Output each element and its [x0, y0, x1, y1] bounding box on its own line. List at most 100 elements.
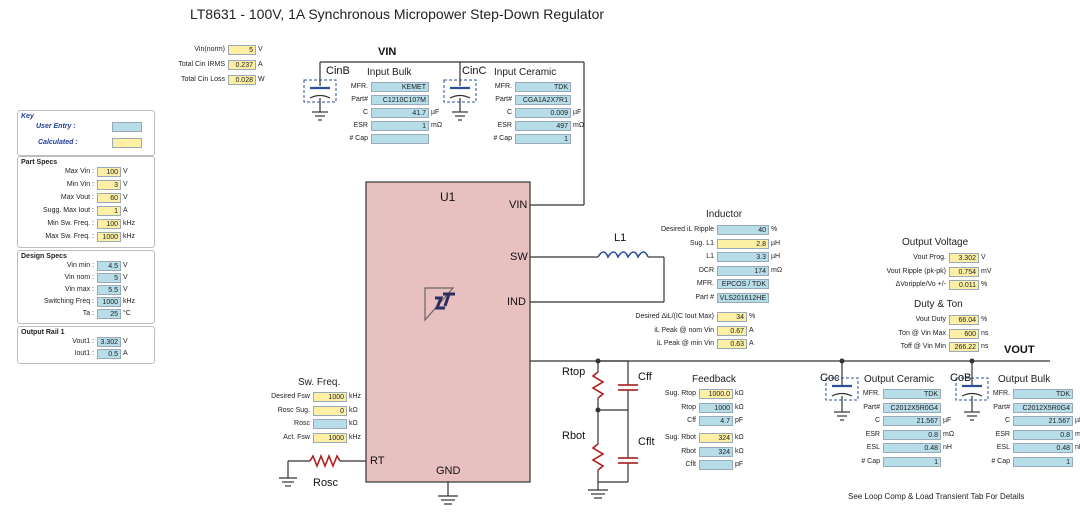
input-ceramic-value[interactable]: CGA1A2X7R1 [515, 95, 571, 105]
sw-freq-label: Act. Fsw [283, 433, 310, 441]
inductor-label: Sug. L1 [689, 239, 714, 247]
design-spec-value[interactable]: 1000 [97, 297, 121, 307]
sw-freq-title: Sw. Freq. [298, 377, 341, 388]
output-ceramic-value[interactable]: 1 [883, 456, 941, 467]
sw-freq-value: 0 [313, 405, 347, 416]
input-ceramic-value[interactable]: TDK [515, 82, 571, 92]
design-spec-label: Vin max : [64, 286, 94, 293]
feedback-rbot-value[interactable]: 324 [699, 446, 733, 457]
inductor-value[interactable]: EPCOS / TDK [717, 279, 769, 289]
resistor-rosc [309, 453, 341, 469]
label-coc: Coc [820, 372, 840, 384]
output-rail-value[interactable]: 0.5 [97, 349, 121, 359]
design-spec-unit: V [123, 262, 128, 269]
pin-gnd: GND [436, 465, 461, 477]
inductor-value[interactable]: VLS201612HE [717, 292, 769, 303]
design-spec-value[interactable]: 25 [97, 309, 121, 319]
output-bulk-value[interactable]: 0.48 [1013, 443, 1073, 453]
input-bulk-title: Input Bulk [367, 67, 412, 78]
feedback-title: Feedback [692, 374, 736, 385]
key-user-label: User Entry : [36, 123, 76, 130]
duty-ton-unit: % [981, 316, 988, 323]
inductor-peak-unit: A [749, 340, 754, 347]
design-spec-unit: V [123, 274, 128, 281]
duty-ton-value: 66.04 [949, 315, 979, 325]
feedback-unit: pF [735, 417, 744, 424]
pin-sw: SW [510, 251, 528, 263]
feedback-value[interactable]: 1000 [699, 402, 733, 413]
output-bulk-value[interactable]: 21.567 [1013, 416, 1073, 426]
input-bulk-value[interactable] [371, 134, 429, 144]
input-ceramic-unit: µF [573, 109, 582, 116]
part-spec-value: 3 [97, 180, 121, 190]
input-bulk-value[interactable]: C1210C107M [371, 95, 429, 105]
output-bulk-label: MFR. [992, 390, 1010, 397]
input-ceramic-value[interactable]: 1 [515, 134, 571, 144]
sw-freq-value: 1000 [313, 392, 347, 402]
pin-vin: VIN [509, 199, 528, 211]
design-spec-label: Vin min : [66, 262, 94, 269]
inductor-peak-value: 34 [717, 312, 747, 322]
inductor-label: Desired iL Ripple [660, 226, 714, 233]
inductor-value[interactable]: 3.3 [717, 252, 769, 262]
output-voltage-value: 3.302 [949, 253, 979, 263]
input-ceramic-title: Input Ceramic [494, 67, 557, 78]
key-user-swatch [112, 122, 142, 132]
input-ceramic-value[interactable]: 497 [515, 121, 571, 131]
output-ceramic-label: C [874, 417, 880, 424]
output-rail-unit: A [123, 350, 128, 357]
input-ceramic-label: MFR. [494, 83, 512, 90]
sw-freq-unit: kHz [349, 393, 362, 400]
feedback-rbot-label: Cflt [685, 461, 697, 468]
part-spec-label: Max Vout : [60, 194, 94, 201]
output-bulk-value[interactable]: 1 [1013, 456, 1073, 467]
output-ceramic-label: # Cap [861, 457, 880, 465]
feedback-rbot-unit: kΩ [735, 434, 744, 441]
sw-freq-value[interactable] [313, 419, 347, 429]
inductor-unit: % [771, 226, 778, 233]
inductor-unit: µH [771, 253, 781, 260]
design-spec-value[interactable]: 5 [97, 273, 121, 283]
input-bulk-value[interactable]: 41.7 [371, 108, 429, 118]
inductor-value[interactable]: 40 [717, 225, 769, 235]
output-bulk-label: # Cap [991, 457, 1010, 465]
part-spec-unit: V [123, 194, 128, 201]
output-ceramic-value[interactable]: TDK [883, 389, 941, 399]
design-specs-panel: Design Specs [17, 250, 155, 324]
output-bulk-value[interactable]: C2012X5R0G4 [1013, 402, 1073, 413]
output-ceramic-value[interactable]: 0.48 [883, 443, 941, 453]
design-spec-value[interactable]: 4.5 [97, 261, 121, 271]
input-ceramic-value[interactable]: 0.009 [515, 108, 571, 118]
input-ceramic-unit: mΩ [573, 122, 585, 129]
output-ceramic-value[interactable]: 0.8 [883, 429, 941, 440]
inductor-peak-unit: % [749, 313, 756, 320]
part-spec-label: Sugg. Max Iout : [43, 207, 94, 214]
inductor-label: Part # [695, 293, 714, 301]
feedback-value[interactable]: 4.7 [699, 416, 733, 426]
inductor-unit: mΩ [771, 266, 783, 274]
inductor-value[interactable]: 174 [717, 265, 769, 276]
input-ceramic-label: # Cap [493, 135, 512, 142]
input-bulk-value[interactable]: 1 [371, 121, 429, 131]
ic-ref: U1 [440, 190, 456, 204]
output-rail-value[interactable]: 3.302 [97, 337, 121, 347]
feedback-rbot-value[interactable] [699, 460, 733, 470]
input-bulk-label: Part# [351, 96, 368, 103]
output-rail-panel: Output Rail 1 [17, 326, 155, 364]
output-bulk-value[interactable]: TDK [1013, 389, 1073, 399]
output-bulk-value[interactable]: 0.8 [1013, 429, 1073, 440]
label-rtop: Rtop [562, 366, 586, 378]
output-bulk-label: ESR [995, 430, 1010, 438]
sw-freq-unit: kΩ [349, 420, 358, 427]
sw-freq-unit: kHz [349, 433, 362, 441]
part-specs-panel: Part Specs [17, 156, 155, 248]
feedback-unit: kΩ [735, 390, 744, 397]
design-spec-value[interactable]: 5.5 [97, 285, 121, 295]
output-ceramic-value[interactable]: 21.567 [883, 416, 941, 426]
input-bulk-value[interactable]: KEMET [371, 82, 429, 92]
input-bulk-label: # Cap [349, 135, 368, 142]
output-voltage-value: 0.754 [949, 266, 979, 277]
inductor-label: DCR [698, 266, 714, 274]
output-ceramic-value[interactable]: C2012X5R0G4 [883, 402, 941, 413]
